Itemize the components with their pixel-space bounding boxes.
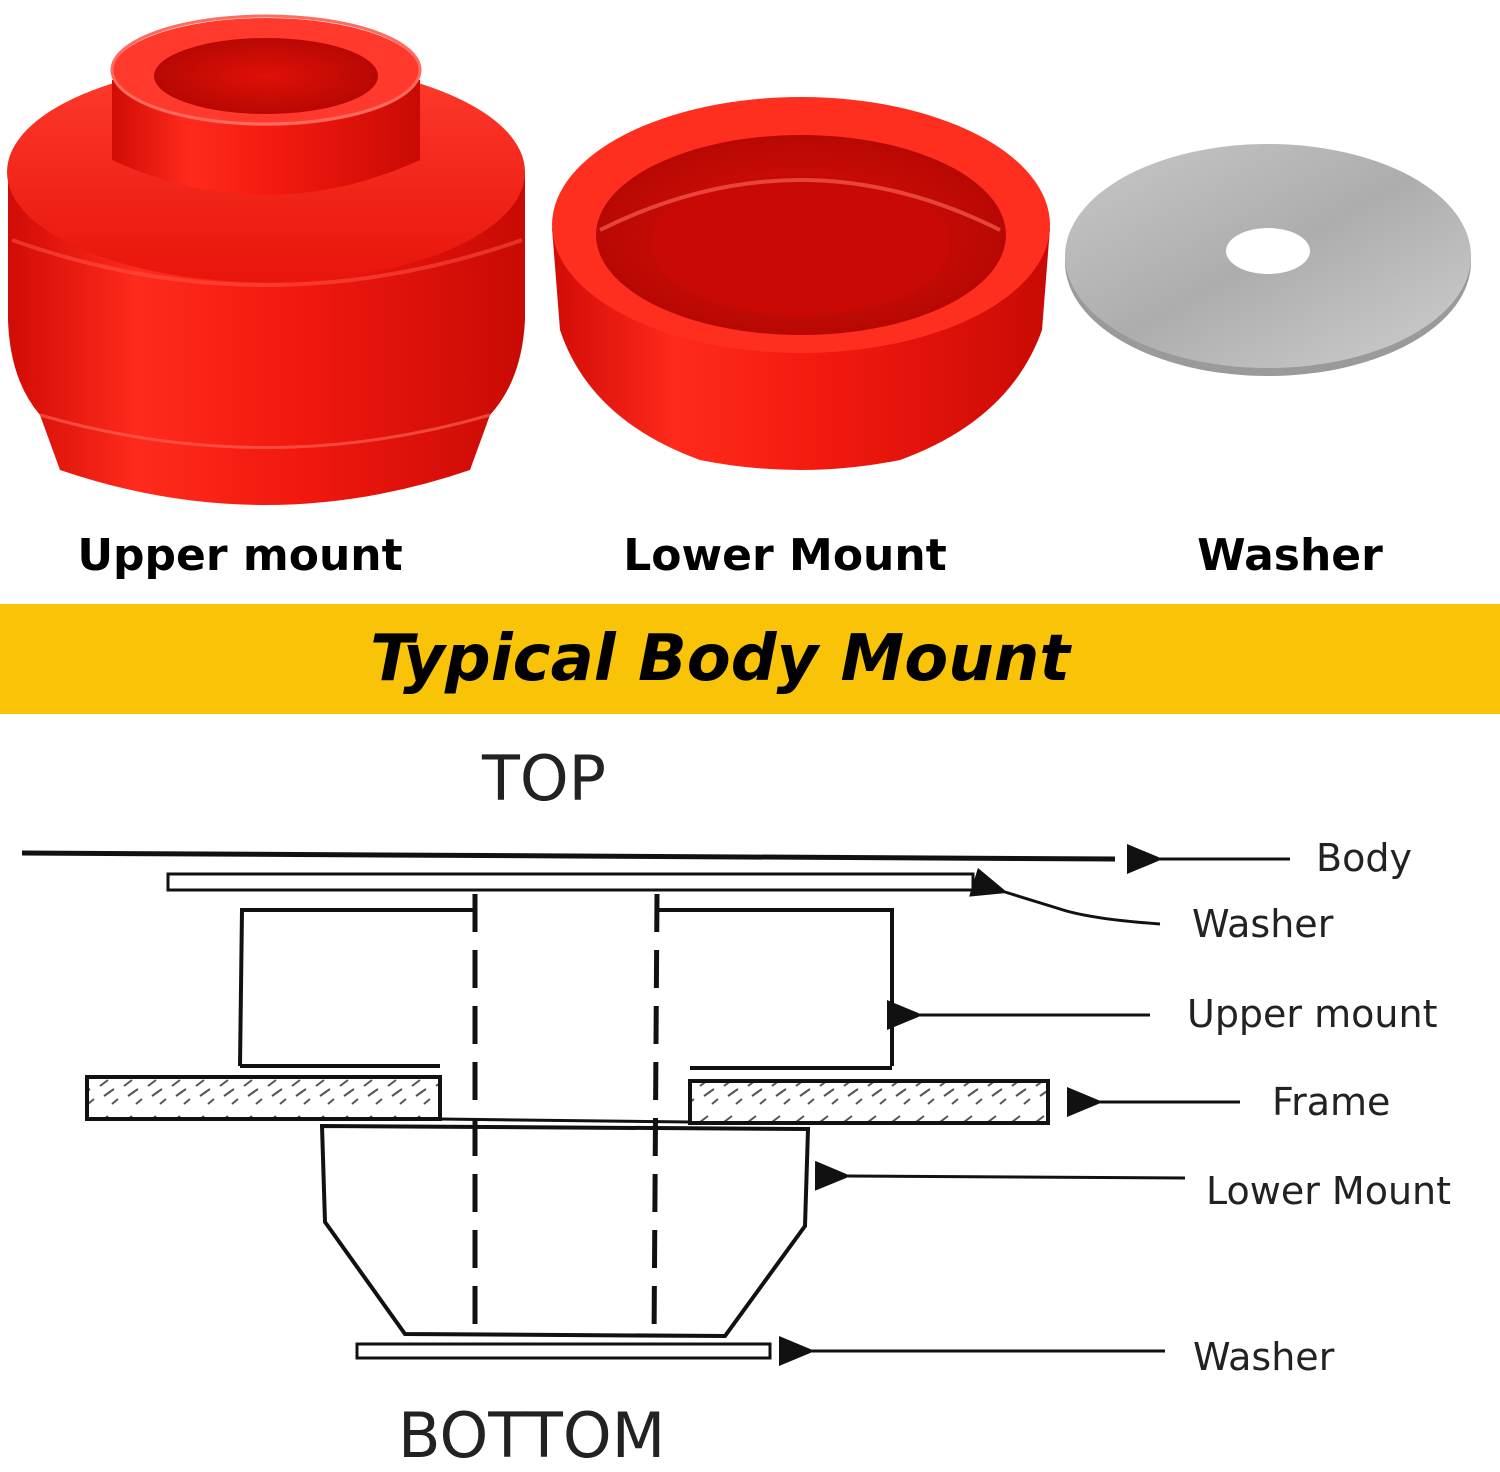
frame-right-shape: [688, 1079, 1050, 1125]
product-illustrations: [7, 14, 1471, 505]
callout-washer-bottom: Washer: [1193, 1335, 1335, 1379]
bottom-washer-shape: [355, 1342, 772, 1360]
frame-left-shape: [85, 1075, 442, 1121]
callout-frame: Frame: [1272, 1080, 1391, 1124]
bolt-line-right: [651, 893, 660, 1343]
body-panel-line: [21, 850, 1116, 862]
arrow-lower-mount: [814, 1160, 1186, 1191]
callout-upper-mount: Upper mount: [1187, 992, 1438, 1036]
product-label-upper-mount: Upper mount: [77, 530, 403, 581]
arrow-washer-top: [969, 867, 1161, 926]
upper-mount-bushing-icon: [7, 14, 525, 505]
callout-body: Body: [1316, 836, 1412, 880]
banner-title: Typical Body Mount: [370, 622, 1070, 696]
upper-mount-shape: [238, 908, 894, 1067]
lower-mount-shape: [319, 1123, 811, 1339]
title-banner: Typical Body Mount: [0, 604, 1500, 714]
callout-lower-mount: Lower Mount: [1206, 1169, 1452, 1213]
washer-icon: [1065, 144, 1471, 376]
callout-washer-top: Washer: [1192, 902, 1334, 946]
body-mount-schematic: [21, 844, 1290, 1366]
product-label-lower-mount: Lower Mount: [623, 530, 947, 581]
product-label-washer: Washer: [1197, 530, 1383, 581]
bottom-label: BOTTOM: [398, 1399, 666, 1472]
body-mount-diagram: TOP BOTTOM Body Washer Upper mount Frame…: [0, 714, 1500, 1472]
top-label: TOP: [482, 742, 607, 815]
lower-mount-bushing-icon: [552, 97, 1050, 470]
product-photos: Upper mount Lower Mount Washer: [0, 0, 1500, 600]
top-washer-shape: [166, 872, 975, 892]
